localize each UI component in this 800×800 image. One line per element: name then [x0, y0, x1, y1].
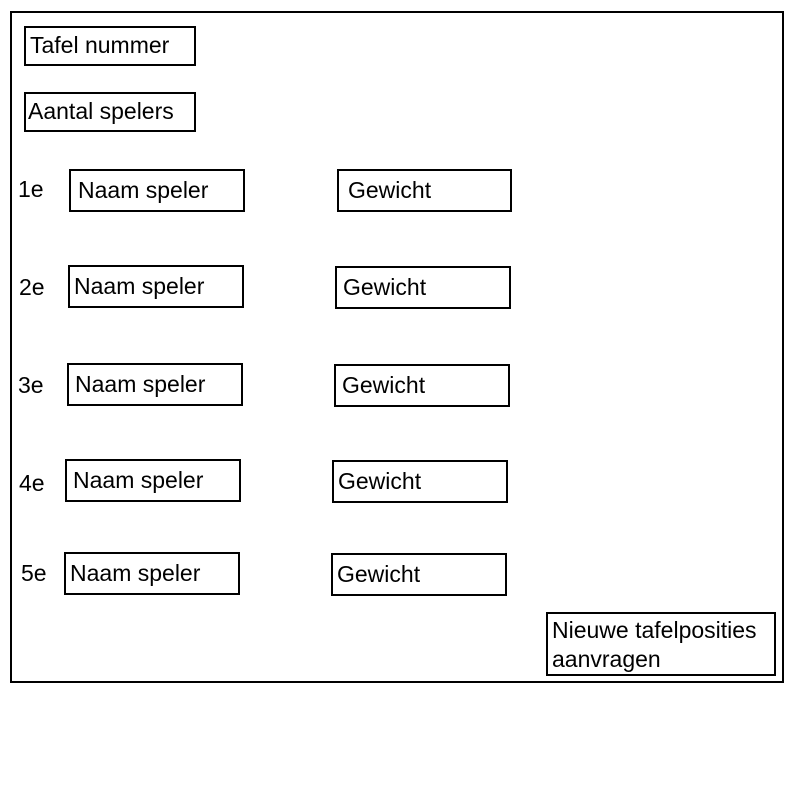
player-weight-input[interactable]: Gewicht	[331, 553, 507, 596]
table-number-input[interactable]: Tafel nummer	[24, 26, 196, 66]
rank-label: 4e	[19, 470, 45, 496]
player-name-input[interactable]: Naam speler	[68, 265, 244, 308]
form-panel	[10, 11, 784, 683]
player-name-input[interactable]: Naam speler	[65, 459, 241, 502]
rank-label: 3e	[18, 372, 44, 398]
player-weight-input[interactable]: Gewicht	[334, 364, 510, 407]
request-table-positions-button[interactable]: Nieuwe tafelposities aanvragen	[546, 612, 776, 676]
rank-label: 1e	[18, 176, 44, 202]
player-count-input[interactable]: Aantal spelers	[24, 92, 196, 132]
player-name-input[interactable]: Naam speler	[64, 552, 240, 595]
rank-label: 5e	[21, 560, 47, 586]
player-weight-input[interactable]: Gewicht	[332, 460, 508, 503]
rank-label: 2e	[19, 274, 45, 300]
player-weight-input[interactable]: Gewicht	[337, 169, 512, 212]
player-name-input[interactable]: Naam speler	[67, 363, 243, 406]
player-name-input[interactable]: Naam speler	[69, 169, 245, 212]
player-weight-input[interactable]: Gewicht	[335, 266, 511, 309]
